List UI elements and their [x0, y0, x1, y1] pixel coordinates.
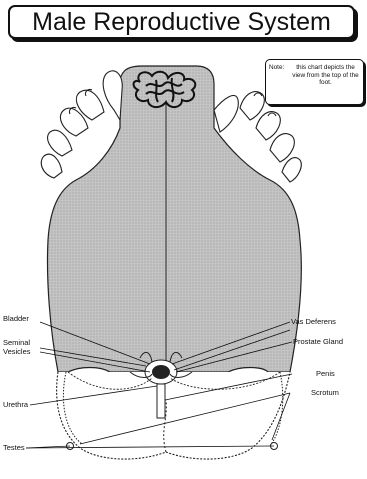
note-text: this chart depicts the view from the top…: [291, 64, 360, 87]
label-vas-deferens: Vas Deferens: [291, 317, 336, 326]
label-penis: Penis: [316, 369, 335, 378]
note-label: Note:: [269, 64, 291, 72]
label-testes: Testes: [3, 443, 25, 452]
label-prostate-gland: Prostate Gland: [293, 337, 343, 346]
label-bladder: Bladder: [3, 314, 29, 323]
label-urethra: Urethra: [3, 400, 28, 409]
label-scrotum: Scrotum: [311, 388, 339, 397]
note-box: Note: this chart depicts the view from t…: [265, 59, 364, 105]
label-seminal-2: Vesicles: [3, 347, 31, 356]
label-seminal-1: Seminal: [3, 338, 30, 347]
left-toes: [41, 89, 104, 178]
big-toe-left: [103, 71, 122, 120]
big-toe-right: [214, 95, 238, 132]
